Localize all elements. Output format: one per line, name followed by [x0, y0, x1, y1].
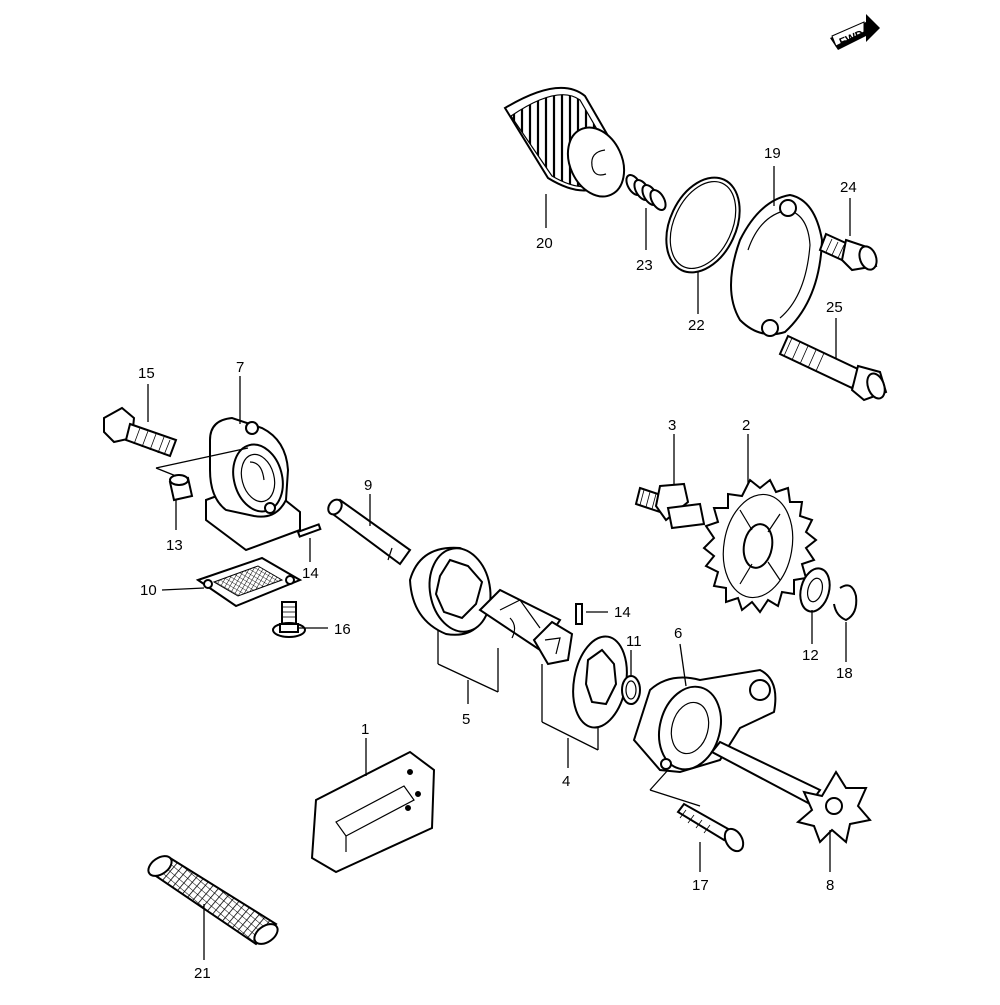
callout-15: 15 — [138, 365, 155, 382]
drive-gear-part — [702, 478, 818, 614]
callout-10: 10 — [140, 582, 157, 599]
washer-part — [621, 675, 641, 705]
pin-part-b — [575, 603, 583, 625]
callout-14-lower: 14 — [614, 604, 631, 621]
pump-shaft-part — [327, 498, 412, 566]
short-bolt-part — [818, 232, 878, 272]
callout-12: 12 — [802, 647, 819, 664]
callout-labels: 20 23 22 19 24 25 15 7 13 9 14 10 16 14 … — [138, 145, 857, 982]
callout-6: 6 — [674, 625, 682, 642]
callout-8: 8 — [826, 877, 834, 894]
fwd-direction-badge: FWD — [830, 14, 880, 50]
knurled-pin-part — [147, 855, 279, 946]
thrust-washer-part — [799, 567, 831, 613]
callout-9: 9 — [364, 477, 372, 494]
pump-bolt-part — [676, 802, 745, 853]
pump-gear-shaft-part — [710, 740, 872, 844]
callout-4: 4 — [562, 773, 570, 790]
oil-filter-part — [503, 86, 626, 198]
circlip-part — [833, 584, 858, 622]
callout-2: 2 — [742, 417, 750, 434]
strainer-screen-part — [195, 556, 303, 608]
callout-19: 19 — [764, 145, 781, 162]
callout-22: 22 — [688, 317, 705, 334]
small-bolt-part — [272, 601, 306, 638]
gasket-part — [310, 750, 436, 874]
dowel-pin-part — [168, 474, 194, 502]
callout-7: 7 — [236, 359, 244, 376]
callout-3: 3 — [668, 417, 676, 434]
callout-11: 11 — [626, 633, 642, 650]
callout-1: 1 — [361, 721, 369, 738]
callout-5: 5 — [462, 711, 470, 728]
outer-rotor-b-part — [572, 635, 628, 729]
callout-16: 16 — [334, 621, 351, 638]
callout-21: 21 — [194, 965, 211, 982]
pump-body-part — [632, 668, 777, 774]
pin-part-a — [296, 523, 322, 538]
outer-rotor-part — [408, 546, 492, 636]
inner-rotor-b-part — [532, 620, 574, 666]
leader-lines — [147, 166, 851, 960]
long-bolt-part — [778, 334, 888, 402]
o-ring-part — [665, 176, 741, 274]
gear-bolt-part — [634, 482, 706, 530]
callout-23: 23 — [636, 257, 653, 274]
callout-14-upper: 14 — [302, 565, 319, 582]
callout-24: 24 — [840, 179, 857, 196]
callout-18: 18 — [836, 665, 853, 682]
callout-13: 13 — [166, 537, 183, 554]
filter-cap-part — [730, 193, 824, 337]
spring-part — [625, 174, 667, 211]
callout-20: 20 — [536, 235, 553, 252]
callout-25: 25 — [826, 299, 843, 316]
flange-bolt-part — [103, 406, 178, 458]
callout-17: 17 — [692, 877, 709, 894]
pump-cover-part — [205, 416, 301, 552]
